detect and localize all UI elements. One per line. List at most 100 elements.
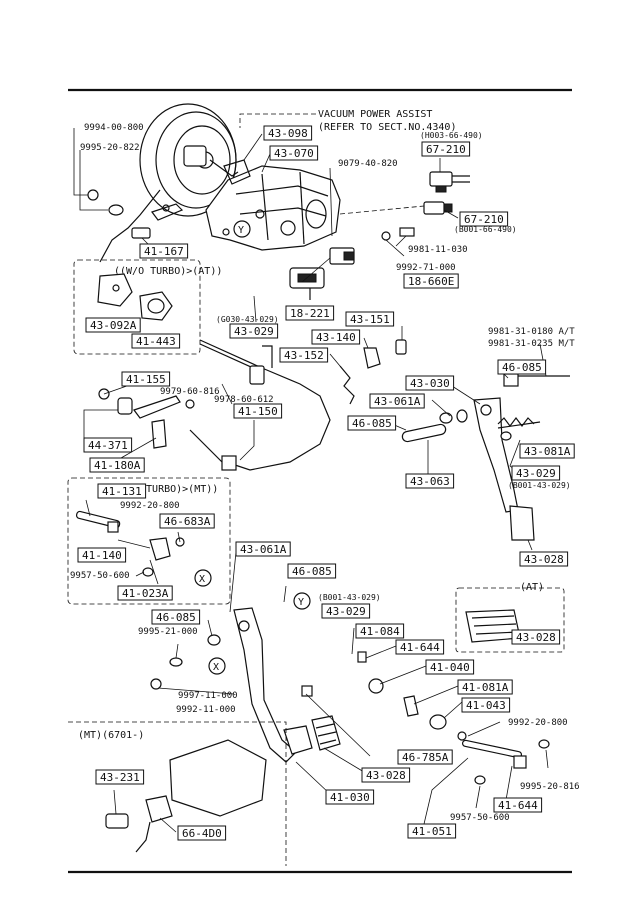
part-label-18-221: 18-221 <box>285 305 335 321</box>
svg-text:41-140: 41-140 <box>82 549 122 562</box>
wo-turbo-group <box>73 259 201 355</box>
svg-text:41-084: 41-084 <box>360 625 400 638</box>
bolt-9981-11-030 <box>399 227 415 237</box>
svg-text:X: X <box>199 574 205 585</box>
callout-x-2: X <box>208 657 226 675</box>
part-number-9992-11: 9992-11-000 <box>176 705 236 715</box>
gasket-41-443 <box>139 291 173 321</box>
part-label-46-683A: 46-683A <box>159 513 215 529</box>
part-label-41-084: 41-084 <box>355 623 405 639</box>
part-label-41-030: 41-030 <box>325 789 375 805</box>
part-number-9978: 9978-60-612 <box>214 395 274 405</box>
washer-9995-20-822 <box>108 204 124 216</box>
stopper-41-084 <box>357 651 367 663</box>
header-note-line-1: VACUUM POWER ASSIST <box>318 109 432 120</box>
part-label-43-231: 43-231 <box>95 769 145 785</box>
bolt-41-051 <box>461 739 523 759</box>
mt-label: (MT)(6701-) <box>78 730 144 741</box>
svg-text:43-029: 43-029 <box>516 467 556 480</box>
svg-text:46-785A: 46-785A <box>402 751 449 764</box>
svg-text:41-180A: 41-180A <box>94 459 141 472</box>
part-label-43-028c: 43-028 <box>511 629 561 645</box>
part-label-43-081A: 43-081A <box>519 443 575 459</box>
svg-text:43-152: 43-152 <box>284 349 324 362</box>
part-number-9981-31b: 9981-31-0235 M/T <box>488 339 575 349</box>
part-label-18-660E: 18-660E <box>403 273 459 289</box>
spring-43-081A <box>497 417 535 427</box>
part-number-h003: (H003-66-490) <box>420 131 483 140</box>
part-label-66-4D0: 66-4D0 <box>177 825 227 841</box>
part-label-41-150: 41-150 <box>233 403 283 419</box>
stopper-43-151 <box>395 339 407 355</box>
svg-text:46-085: 46-085 <box>292 565 332 578</box>
part-number-9992-20b: 9992-20-800 <box>508 718 568 728</box>
clutch-pedal <box>150 607 313 763</box>
connector-18-221 <box>289 267 325 300</box>
part-label-41-043: 41-043 <box>461 697 511 713</box>
svg-text:67-210: 67-210 <box>426 143 466 156</box>
part-number-9995-822: 9995-20-822 <box>80 143 140 153</box>
svg-text:43-098: 43-098 <box>268 127 308 140</box>
svg-text:41-043: 41-043 <box>466 699 506 712</box>
svg-text:43-061A: 43-061A <box>374 395 421 408</box>
svg-text:43-081A: 43-081A <box>524 445 571 458</box>
part-label-46-785A: 46-785A <box>397 749 453 765</box>
svg-text:41-030: 41-030 <box>330 791 370 804</box>
part-label-46-085d: 46-085 <box>151 609 201 625</box>
part-label-43-029c: 43-029 <box>321 603 371 619</box>
spring-43-152 <box>339 365 355 405</box>
part-label-41-140: 41-140 <box>77 547 127 563</box>
svg-text:41-167: 41-167 <box>144 245 184 258</box>
part-label-43-028a: 43-028 <box>519 551 569 567</box>
svg-text:43-028: 43-028 <box>524 553 564 566</box>
part-number-b001-43b: (B001-43-029) <box>508 481 571 490</box>
clutch-cable <box>189 339 331 471</box>
svg-text:43-151: 43-151 <box>350 313 390 326</box>
part-label-41-081A: 41-081A <box>457 679 513 695</box>
part-label-41-644a: 41-644 <box>395 639 445 655</box>
part-label-43-029b: 43-029 <box>511 465 561 481</box>
clip-9979-60-816 <box>185 399 195 409</box>
svg-text:41-150: 41-150 <box>238 405 278 418</box>
at-group <box>455 587 565 653</box>
part-number-9957b: 9957-50-600 <box>450 813 510 823</box>
switch-43-231 <box>105 813 129 829</box>
part-label-43-030: 43-030 <box>405 375 455 391</box>
switch-axis <box>339 205 425 215</box>
part-label-46-085b: 46-085 <box>347 415 397 431</box>
part-label-43-098: 43-098 <box>263 125 313 141</box>
at-label: (AT) <box>520 582 544 593</box>
part-number-9981-31a: 9981-31-0180 A/T <box>488 327 575 337</box>
part-number-9992-20a: 9992-20-800 <box>120 501 180 511</box>
svg-text:46-085: 46-085 <box>156 611 196 624</box>
part-label-67-210a: 67-210 <box>421 141 471 157</box>
svg-text:41-131: 41-131 <box>102 485 142 498</box>
part-number-g030: (G030-43-029) <box>216 315 279 324</box>
svg-text:X: X <box>213 662 219 673</box>
callout-x-1: X <box>194 569 212 587</box>
part-label-43-151: 43-151 <box>345 311 395 327</box>
svg-text:43-029: 43-029 <box>234 325 274 338</box>
pad-43-028-lower <box>311 715 341 751</box>
part-number-9997: 9997-11-000 <box>178 691 238 701</box>
part-label-43-092A: 43-092A <box>85 317 141 333</box>
part-number-9995-21: 9995-21-000 <box>138 627 198 637</box>
part-label-43-140: 43-140 <box>311 329 361 345</box>
part-label-43-028b: 43-028 <box>361 767 411 783</box>
bracket-44-371 <box>133 395 181 419</box>
pad-ribs-lower <box>315 723 337 745</box>
part-label-41-644b: 41-644 <box>493 797 543 813</box>
svg-text:44-371: 44-371 <box>88 439 128 452</box>
svg-text:41-051: 41-051 <box>412 825 452 838</box>
svg-text:46-085: 46-085 <box>352 417 392 430</box>
stoplight-switch-lower <box>423 201 453 215</box>
part-label-41-443: 41-443 <box>131 333 181 349</box>
part-label-43-061Aa: 43-061A <box>369 393 425 409</box>
svg-text:41-644: 41-644 <box>400 641 440 654</box>
note-leader <box>239 113 316 128</box>
part-label-41-155: 41-155 <box>121 371 171 387</box>
part-label-43-063: 43-063 <box>405 473 455 489</box>
plain-labels: 9994-00-8009995-20-822(H003-66-490)9079-… <box>70 123 580 823</box>
